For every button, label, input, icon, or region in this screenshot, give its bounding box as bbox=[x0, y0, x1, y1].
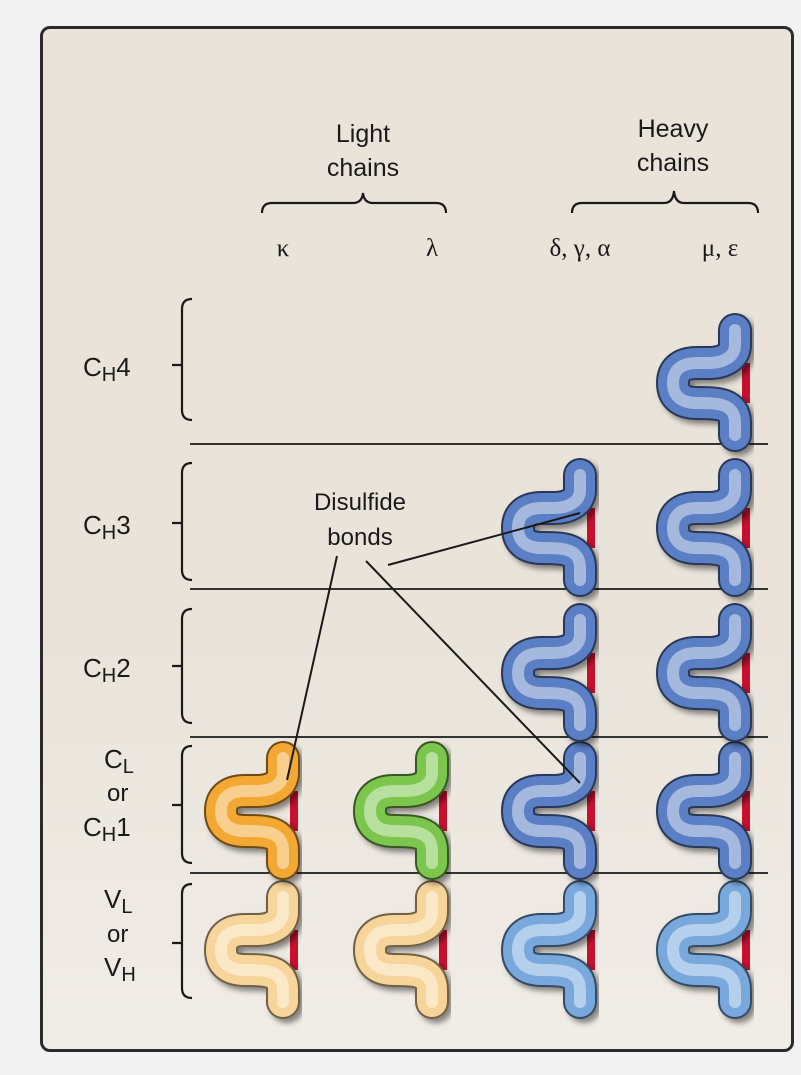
me-variable-domain bbox=[673, 897, 746, 1002]
disulfide-label-line1: Disulfide bbox=[314, 489, 406, 516]
dga-ch2-domain bbox=[518, 620, 591, 725]
heavy-chains-bracket bbox=[572, 191, 758, 213]
light-chains-title-line2: chains bbox=[327, 154, 399, 182]
lambda-variable-domain bbox=[370, 897, 443, 1002]
vl-label: VL bbox=[104, 884, 132, 918]
lambda-constant-domain bbox=[370, 758, 443, 863]
heavy-dga-label: δ, γ, α bbox=[550, 235, 611, 262]
cl-label: CL bbox=[104, 744, 134, 778]
me-ch2-domain bbox=[673, 620, 746, 725]
heavy-me-label: μ, ε bbox=[702, 235, 738, 262]
domain-brackets bbox=[172, 299, 192, 998]
ch3-label: CH3 bbox=[83, 510, 131, 544]
heavy-chains-title-line2: chains bbox=[637, 149, 709, 177]
cl-or-label: or bbox=[107, 780, 128, 807]
me-ch1-domain bbox=[673, 758, 746, 863]
me-ch4-domain bbox=[673, 330, 746, 435]
dga-ch1-domain bbox=[518, 758, 591, 863]
disulfide-label-line2: bonds bbox=[327, 524, 392, 551]
me-ch3-domain bbox=[673, 475, 746, 580]
ch1-label: CH1 bbox=[83, 812, 131, 846]
ch2-label: CH2 bbox=[83, 653, 131, 687]
vl-or-label: or bbox=[107, 921, 128, 948]
kappa-variable-domain bbox=[221, 897, 294, 1002]
dga-variable-domain bbox=[518, 897, 591, 1002]
ch4-label: CH4 bbox=[83, 352, 131, 386]
light-chains-bracket bbox=[262, 193, 446, 213]
light-chains-title-line1: Light bbox=[336, 120, 390, 148]
vh-label: VH bbox=[104, 952, 136, 986]
lambda-label: λ bbox=[426, 235, 438, 262]
immunoglobulin-chains bbox=[221, 330, 746, 1002]
heavy-chains-title-line1: Heavy bbox=[638, 115, 709, 143]
kappa-label: κ bbox=[277, 235, 290, 262]
kappa-constant-domain bbox=[221, 758, 294, 863]
